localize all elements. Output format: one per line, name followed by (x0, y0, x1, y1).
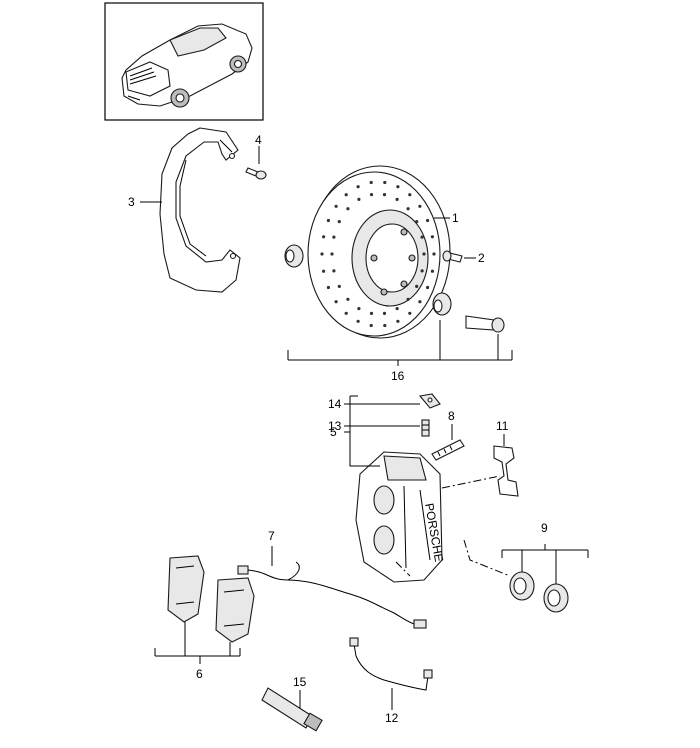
rotor-drilled-holes (320, 180, 436, 328)
caliper-bolt (431, 439, 465, 461)
rotor-hole (346, 207, 350, 211)
callout-11: 11 (496, 419, 509, 433)
rotor-hole (320, 252, 324, 256)
callout-14: 14 (328, 397, 342, 411)
rotor-hole (356, 319, 360, 323)
brake-pad-left (167, 555, 205, 623)
rotor-hole (396, 185, 400, 189)
rotor-hole (418, 300, 422, 304)
rotor-hole (346, 297, 350, 301)
caliper-piston-seal-a (509, 571, 535, 601)
rotor-hole (383, 323, 387, 328)
rotor-hole (369, 323, 373, 328)
rotor-hole (369, 180, 373, 185)
rotor-hole (420, 235, 424, 239)
callout-1: 1 (452, 211, 459, 225)
rotor-hole (395, 307, 399, 311)
callout-15: 15 (293, 675, 307, 689)
callout-6: 6 (196, 667, 203, 681)
callout-12: 12 (385, 711, 399, 725)
callout-13: 13 (328, 419, 342, 433)
rotor-hole (322, 235, 326, 239)
rotor-hole (430, 269, 434, 273)
caliper-mounting-bolt (465, 315, 505, 333)
car-illustration (121, 23, 253, 108)
backing-plate-bolt (245, 167, 267, 180)
caliper-piston-seal-b (543, 583, 569, 613)
callout-labels: 1 2 3 4 5 6 7 8 9 11 12 13 14 15 16 (128, 133, 548, 725)
rotor-hole (395, 197, 399, 201)
rotor-hole (426, 285, 430, 290)
rotor-hole (334, 300, 338, 304)
rotor-hole (332, 235, 336, 239)
rotor-hole (420, 269, 424, 273)
assembly-paste-tube (261, 687, 323, 732)
callout-8: 8 (448, 409, 455, 423)
rotor-hole (432, 252, 436, 256)
rotor-hole (408, 193, 412, 197)
rotor-hole (357, 197, 361, 201)
callout-16: 16 (391, 369, 405, 383)
rotor-screw (442, 250, 463, 263)
bleed-valve-cap (418, 393, 441, 409)
rotor-hole (356, 185, 360, 189)
rotor-hole (334, 204, 338, 208)
rotor-hole (415, 284, 419, 288)
callout-7: 7 (268, 529, 275, 543)
rotor-hole (415, 220, 419, 224)
callout-9: 9 (541, 521, 548, 535)
callout-5: 5 (330, 425, 337, 439)
brake-pad-right (215, 577, 255, 643)
brake-backing-plate (159, 127, 241, 293)
rotor-hole (337, 220, 341, 224)
rotor-bushing-right (432, 292, 452, 316)
rotor-hole (344, 311, 348, 315)
rotor-hole (322, 269, 326, 273)
rotor-hole (382, 311, 387, 315)
rotor-hole (426, 218, 430, 223)
rotor-hole (326, 218, 330, 223)
rotor-hole (326, 285, 330, 290)
brake-rotor (307, 165, 451, 339)
pad-retaining-spring (493, 445, 519, 497)
rotor-hole (344, 193, 348, 197)
vehicle-overview-inset (104, 2, 264, 121)
rotor-hole (422, 252, 426, 256)
rotor-hole (383, 180, 387, 185)
brake-wear-sensor (237, 561, 427, 629)
brake-hose (349, 637, 433, 691)
rotor-hole (406, 297, 410, 301)
rotor-hole (330, 252, 334, 256)
rotor-hole (396, 319, 400, 323)
rotor-hole (430, 235, 434, 239)
callout-4: 4 (255, 133, 262, 147)
rotor-hole (369, 193, 374, 197)
rotor-hole (337, 284, 341, 288)
rotor-hole (332, 269, 336, 273)
callout-2: 2 (478, 251, 485, 265)
leader-lines (140, 146, 589, 710)
rotor-hole (406, 207, 410, 211)
rotor-hole (357, 307, 361, 311)
rotor-hole (382, 193, 387, 197)
callout-3: 3 (128, 195, 135, 209)
rotor-hole (369, 311, 374, 315)
rotor-hole (408, 311, 412, 315)
bleed-valve (421, 419, 430, 437)
brake-caliper: PORSCHE (355, 451, 446, 583)
rotor-bushing-left (284, 244, 304, 268)
rotor-hole (418, 204, 422, 208)
